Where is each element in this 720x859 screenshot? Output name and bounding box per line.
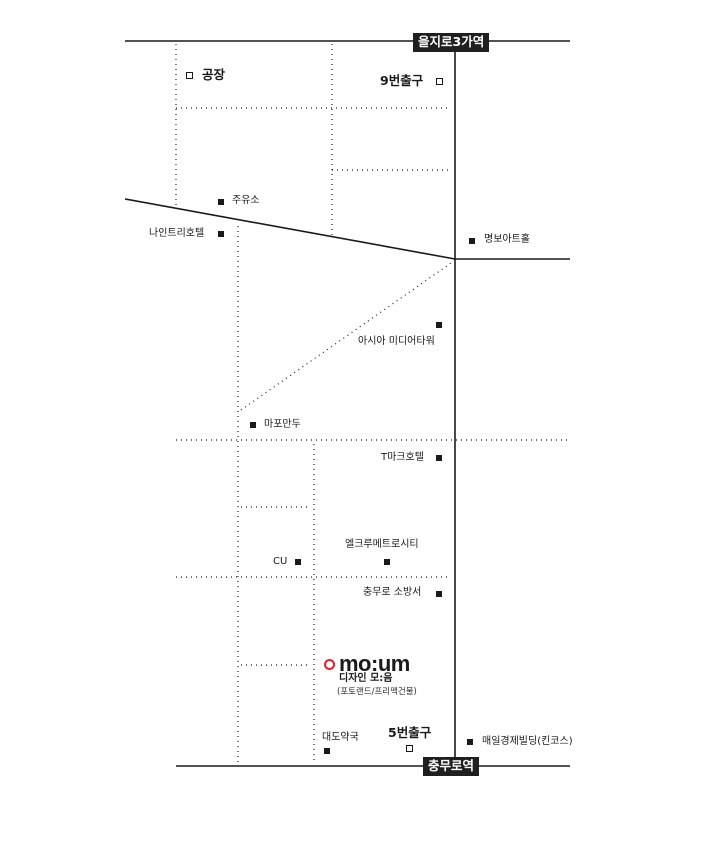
filled-square-icon (295, 559, 301, 565)
filled-square-icon (250, 422, 256, 428)
outlined-square-icon (186, 72, 193, 79)
label-maeil-economy-building: 매일경제빌딩(킨코스) (482, 736, 573, 747)
filled-square-icon (384, 559, 390, 565)
label-nine-tree-hotel: 나인트리호텔 (149, 228, 205, 239)
destination-name: 디자인 모:음 (339, 673, 393, 684)
filled-square-icon (218, 231, 224, 237)
label-gas-station: 주유소 (232, 195, 260, 206)
filled-square-icon (324, 748, 330, 754)
road-diagonal (124, 198, 456, 260)
label-exit-5: 5번출구 (388, 725, 432, 740)
label-factory: 공장 (202, 67, 226, 82)
station-badge-chungmuro: 충무로역 (423, 757, 480, 776)
station-badge-euljiro3ga: 을지로3가역 (413, 33, 490, 52)
destination-logo-text: mo:um (339, 651, 410, 676)
label-exit-9: 9번출구 (380, 73, 424, 88)
label-daedo-pharmacy: 대도약국 (322, 732, 359, 743)
label-mapo-mandu: 마포만두 (264, 419, 301, 430)
filled-square-icon (218, 199, 224, 205)
filled-square-icon (436, 591, 442, 597)
label-asia-media-tower: 아시아 미디어타워 (358, 336, 435, 347)
filled-square-icon (469, 238, 475, 244)
label-t-mark-hotel: T마크호텔 (381, 452, 424, 463)
destination-detail: (포토랜드/프리맥건물) (337, 687, 417, 697)
destination-logo: mo:um (324, 651, 410, 677)
outlined-square-icon (436, 78, 443, 85)
label-cu: CU (273, 556, 288, 567)
filled-square-icon (436, 322, 442, 328)
label-el-crew-metro-city: 엘크루메트로시티 (345, 539, 419, 550)
filled-square-icon (436, 455, 442, 461)
outlined-square-icon (406, 745, 413, 752)
label-fire-station: 충무로 소방서 (363, 587, 422, 598)
label-myungbo-art-hall: 명보아트홀 (484, 234, 530, 245)
filled-square-icon (467, 739, 473, 745)
red-ring-icon (324, 659, 335, 670)
